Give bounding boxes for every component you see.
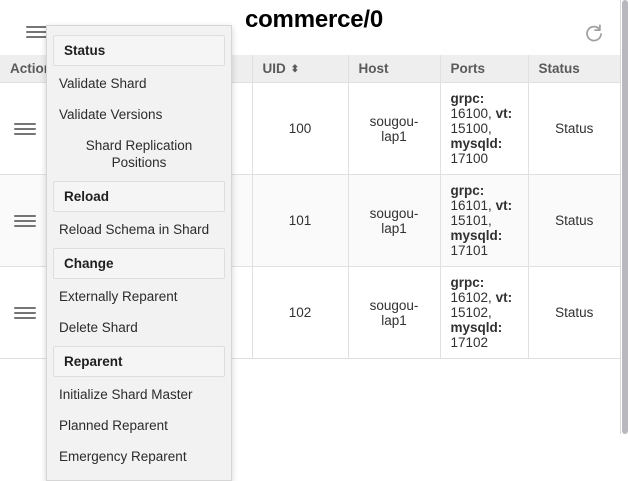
sort-arrow-icon[interactable]: ⬍ [290, 64, 300, 75]
menu-item[interactable]: Emergency Reparent [59, 449, 187, 464]
port-name: grpc: [450, 91, 485, 106]
port-value: 15102, [450, 305, 492, 320]
port-name: mysqld: [450, 228, 503, 243]
table-cell-status[interactable]: Status [528, 266, 620, 359]
menu-section-header: Status [53, 35, 225, 66]
table-cell-host: sougou-lap1 [348, 266, 441, 359]
port-name: grpc: [450, 183, 485, 198]
column-header-uid[interactable]: UID ⬍ [252, 55, 349, 83]
table-cell-uid: 102 [252, 266, 349, 359]
column-header-label: Host [358, 61, 389, 76]
table-cell-ports: grpc: 16101, vt: 15101, mysqld: 17101 [440, 174, 529, 267]
menu-section-header: Reparent [53, 346, 225, 377]
menu-item[interactable]: Initialize Shard Master [59, 387, 193, 402]
hamburger-menu-icon[interactable] [14, 214, 36, 228]
table-cell-ports: grpc: 16102, vt: 15102, mysqld: 17102 [440, 266, 529, 359]
port-name: vt: [495, 290, 513, 305]
refresh-icon[interactable] [582, 22, 606, 46]
table-cell-uid: 100 [252, 82, 349, 175]
hamburger-menu-icon[interactable] [26, 24, 48, 40]
port-value: 17102 [450, 335, 489, 350]
table-cell-status[interactable]: Status [528, 174, 620, 267]
port-value: 16102, [450, 290, 492, 305]
port-value: 15100, [450, 121, 492, 136]
page-scrollbar[interactable] [620, 0, 628, 434]
hamburger-bar [26, 31, 48, 33]
port-value: 15101, [450, 213, 492, 228]
port-name: grpc: [450, 275, 485, 290]
table-cell-status[interactable]: Status [528, 82, 620, 175]
port-name: vt: [495, 198, 513, 213]
table-cell-ports: grpc: 16100, vt: 15100, mysqld: 17100 [440, 82, 529, 175]
hamburger-menu-icon[interactable] [14, 306, 36, 320]
port-value: 16100, [450, 106, 492, 121]
page-title: commerce/0 [244, 6, 384, 33]
port-name: mysqld: [450, 320, 503, 335]
port-name: mysqld: [450, 136, 503, 151]
table-cell-uid: 101 [252, 174, 349, 267]
hamburger-bar [14, 306, 36, 309]
menu-item[interactable]: Shard Replication Positions [85, 138, 193, 170]
table-cell-host: sougou-lap1 [348, 174, 441, 267]
menu-section-header: Change [53, 248, 225, 279]
hamburger-bar [14, 219, 36, 222]
column-header-label: Status [538, 61, 580, 76]
column-header-ports: Ports [440, 55, 529, 83]
menu-item[interactable]: Planned Reparent [59, 418, 168, 433]
port-value: 17100 [450, 151, 489, 166]
menu-section-header: Reload [53, 181, 225, 212]
hamburger-bar [14, 127, 36, 130]
hamburger-bar [14, 122, 36, 125]
hamburger-bar [14, 316, 36, 319]
hamburger-bar [14, 132, 36, 135]
hamburger-bar [26, 36, 48, 38]
menu-item[interactable]: Validate Shard [59, 76, 147, 91]
hamburger-bar [26, 26, 48, 28]
column-header-host: Host [348, 55, 441, 83]
port-value: 17101 [450, 243, 489, 258]
menu-item[interactable]: Reload Schema in Shard [59, 222, 210, 237]
menu-item[interactable]: Externally Reparent [59, 289, 178, 304]
menu-item[interactable]: Validate Versions [59, 107, 163, 122]
column-header-label: UID [262, 61, 286, 76]
hamburger-bar [14, 224, 36, 227]
table-cell-host: sougou-lap1 [348, 82, 441, 175]
column-header-label: Ports [450, 61, 486, 76]
page-scrollbar-thumb[interactable] [622, 0, 628, 434]
menu-item[interactable]: Delete Shard [59, 320, 138, 335]
port-name: vt: [495, 106, 513, 121]
hamburger-menu-icon[interactable] [14, 122, 36, 136]
port-value: 16101, [450, 198, 492, 213]
hamburger-bar [14, 311, 36, 314]
hamburger-bar [14, 214, 36, 217]
column-header-status: Status [528, 55, 620, 83]
